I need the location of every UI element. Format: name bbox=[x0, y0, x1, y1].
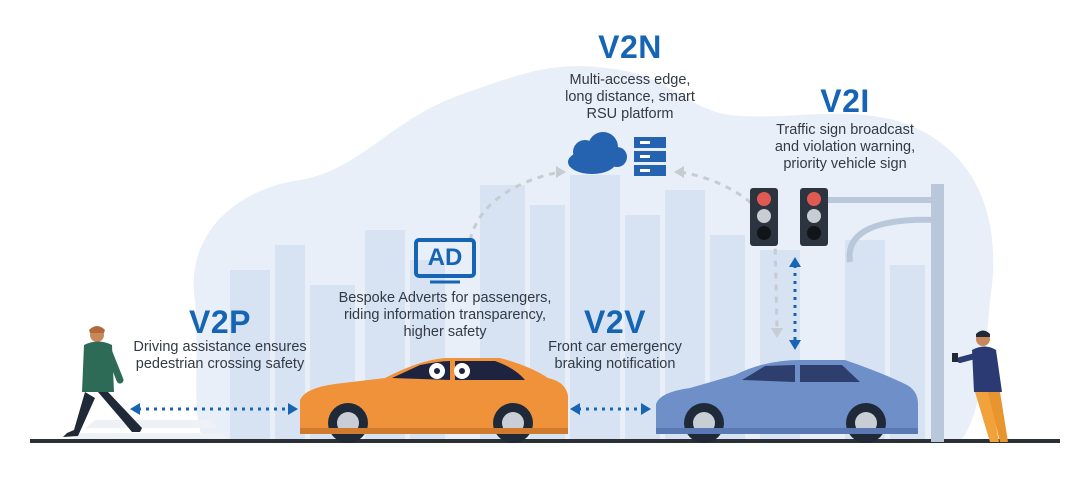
ad-badge-text: AD bbox=[427, 244, 463, 271]
v2n-title: V2N bbox=[598, 29, 662, 65]
v2i-line-2: and violation warning, bbox=[774, 139, 916, 155]
arrowhead-v2n-bottom bbox=[771, 328, 783, 338]
v2v-description: Front car emergency braking notification bbox=[530, 339, 700, 373]
v2i-title: V2I bbox=[820, 83, 870, 119]
ad-description: Bespoke Adverts for passengers, riding i… bbox=[330, 290, 560, 341]
v2p-arrow bbox=[130, 403, 298, 415]
ad-line-3: higher safety bbox=[403, 324, 487, 340]
arrowhead-v2n-right bbox=[674, 166, 684, 178]
v2n-line-2: long distance, smart bbox=[565, 89, 695, 105]
pedestrian-icon bbox=[63, 326, 142, 437]
ad-screen-icon bbox=[414, 238, 476, 284]
person-phone-icon bbox=[952, 330, 1008, 442]
traffic-light-icon bbox=[750, 184, 944, 442]
v2v-title: V2V bbox=[584, 304, 646, 340]
server-icon bbox=[634, 137, 666, 176]
v2i-description: Traffic sign broadcast and violation war… bbox=[750, 122, 940, 173]
v2p-line-2: pedestrian crossing safety bbox=[135, 356, 305, 372]
v2n-link-arrows bbox=[468, 170, 779, 331]
blue-car-icon bbox=[656, 360, 918, 443]
v2i-line-1: Traffic sign broadcast bbox=[776, 122, 914, 138]
cloud-icon bbox=[568, 132, 627, 174]
v2p-description: Driving assistance ensures pedestrian cr… bbox=[120, 339, 320, 373]
v2i-line-3: priority vehicle sign bbox=[783, 156, 907, 172]
v2v-line-1: Front car emergency bbox=[548, 339, 682, 355]
v2i-arrow bbox=[789, 257, 801, 350]
v2n-line-3: RSU platform bbox=[586, 106, 674, 122]
orange-car-icon bbox=[300, 358, 568, 443]
v2p-line-1: Driving assistance ensures bbox=[133, 339, 307, 355]
arrowhead-v2n-left bbox=[556, 166, 566, 178]
ad-line-2: riding information transparency, bbox=[343, 307, 547, 323]
v2n-description: Multi-access edge, long distance, smart … bbox=[540, 72, 720, 123]
v2n-line-1: Multi-access edge, bbox=[569, 72, 691, 88]
v2v-line-2: braking notification bbox=[554, 356, 676, 372]
v2p-title: V2P bbox=[189, 304, 251, 340]
ad-line-1: Bespoke Adverts for passengers, bbox=[338, 290, 552, 306]
v2v-arrow bbox=[570, 403, 651, 415]
